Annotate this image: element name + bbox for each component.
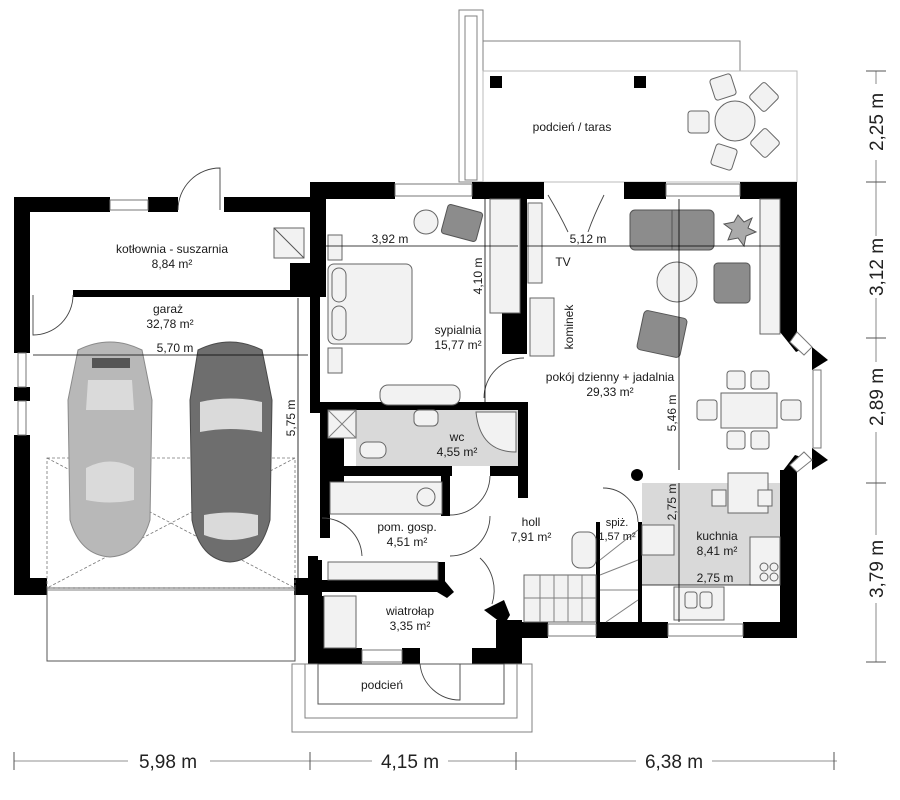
stove	[759, 562, 779, 582]
room-garage-area: 32,78 m²	[146, 317, 193, 331]
room-kitchen-name: kuchnia	[696, 529, 738, 543]
room-vestibule-area: 3,35 m²	[390, 619, 431, 633]
room-hall-name: holl	[522, 515, 541, 529]
dim-garage-width: 5,70 m	[157, 341, 194, 355]
dim-kitchen-depth: 2,75 m	[665, 484, 679, 521]
tv-label: TV	[555, 255, 570, 269]
room-vestibule-name: wiatrołap	[385, 604, 434, 618]
dim-right-2: 3,12 m	[867, 238, 888, 296]
room-boiler-name: kotłownia - suszarnia	[116, 242, 228, 256]
dim-kitchen-width: 2,75 m	[697, 571, 734, 585]
dim-right-3: 2,89 m	[867, 368, 888, 426]
room-living-name: pokój dzienny + jadalnia	[546, 370, 675, 384]
room-bedroom-name: sypialnia	[435, 323, 482, 337]
staircase	[523, 529, 639, 623]
room-wc-name: wc	[449, 430, 465, 444]
dim-living-width: 5,12 m	[570, 232, 607, 246]
room-pantry-area: 1,57 m²	[598, 531, 636, 543]
vestibule-room	[323, 595, 357, 649]
terrace-table-set	[687, 73, 780, 171]
inner-dimensions	[33, 199, 780, 622]
room-porch-name: podcień	[361, 678, 403, 692]
room-bedroom-area: 15,77 m²	[434, 338, 481, 352]
room-wc-area: 4,55 m²	[437, 445, 478, 459]
dim-bedroom-depth: 4,10 m	[471, 258, 485, 295]
room-hall-area: 7,91 m²	[511, 530, 552, 544]
room-garage-name: garaż	[153, 302, 183, 316]
dim-bottom-2: 4,15 m	[381, 752, 439, 773]
dim-bottom-1: 5,98 m	[139, 752, 197, 773]
room-pantry-name: spiż.	[606, 517, 629, 529]
kitchen-room	[641, 472, 781, 621]
dim-right-1: 2,25 m	[867, 93, 888, 151]
room-kitchen-area: 8,41 m²	[697, 544, 738, 558]
dim-bedroom-width: 3,92 m	[372, 232, 409, 246]
garage	[46, 341, 296, 662]
fireplace-label: kominek	[562, 304, 576, 350]
car-light	[67, 341, 153, 558]
dim-bottom-3: 6,38 m	[645, 752, 703, 773]
room-boiler-area: 8,84 m²	[152, 257, 193, 271]
dim-living-depth: 5,46 m	[665, 395, 679, 432]
dim-right-4: 3,79 m	[867, 540, 888, 598]
bedroom-furniture	[327, 198, 521, 406]
walls	[14, 182, 828, 664]
wc-room	[327, 409, 518, 466]
porch	[291, 663, 533, 733]
terrace	[458, 9, 798, 183]
windows	[17, 183, 822, 663]
dimension-labels: 5,70 m 5,75 m 3,92 m 4,10 m 5,12 m 5,46 …	[139, 93, 888, 773]
room-utility-name: pom. gosp.	[377, 520, 436, 534]
dim-garage-depth: 5,75 m	[284, 400, 298, 437]
room-living-area: 29,33 m²	[586, 385, 633, 399]
living-furniture	[527, 198, 802, 481]
boiler-room	[273, 227, 305, 259]
utility-room	[327, 481, 443, 581]
car-dark	[189, 341, 273, 563]
outer-dimensions	[13, 70, 886, 770]
room-labels: podcień / taras kotłownia - suszarnia 8,…	[116, 120, 738, 692]
room-utility-area: 4,51 m²	[387, 535, 428, 549]
room-terrace-name: podcień / taras	[533, 120, 612, 134]
